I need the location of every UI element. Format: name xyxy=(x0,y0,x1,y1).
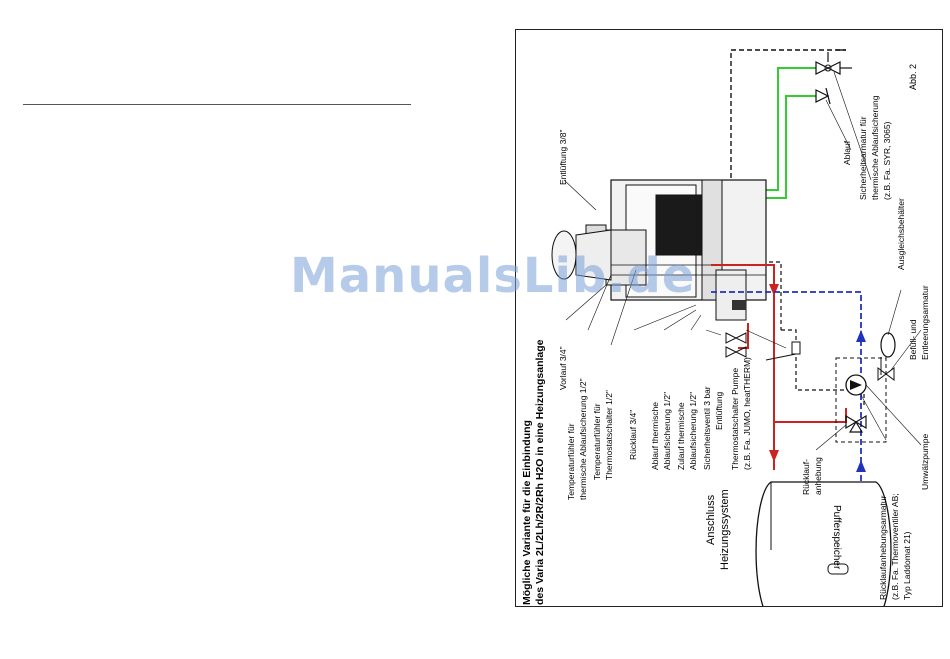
label-armatur-b: (z.B. Fa. Thermoventiler AB; xyxy=(890,493,900,600)
label-sicherheitsarmatur-c: (z.B. Fa. SYR, 3065) xyxy=(882,121,892,200)
buffer-tank-icon xyxy=(755,481,892,621)
dashed-pipe-pump xyxy=(781,329,865,406)
diagram-title-line2: des Varia 2L/2Lh/2R/2Rh H2O in eine Heiz… xyxy=(534,339,546,605)
fill-valve-icon xyxy=(877,367,895,381)
safety-valve-icon xyxy=(815,52,852,75)
label-zulauf-therm-b: Ablaufsicherung 1/2" xyxy=(688,392,698,470)
label-ruecklaufanhebung-b: anhebung xyxy=(813,457,823,495)
label-sicherheitsventil: Sicherheitsventil 3 bar xyxy=(702,386,712,470)
label-ausgleich: Ausgleichsbehälter xyxy=(896,198,906,270)
label-entlueftung: Entlüftung xyxy=(714,391,724,430)
diagram-title-line1: Mögliche Variante für die Einbindung xyxy=(521,420,533,605)
red-pipe-safety xyxy=(738,323,749,349)
figure-label: Abb. 2 xyxy=(908,64,918,90)
label-vorlauf: Vorlauf 3/4" xyxy=(558,346,568,390)
label-sicherheitsarmatur-a: Sicherheitsarmatur für xyxy=(858,116,868,200)
pump-icon xyxy=(845,374,867,396)
label-sicherheitsarmatur-b: thermische Ablaufsicherung xyxy=(870,95,880,200)
label-umwaelzpumpe: Umwälzpumpe xyxy=(920,434,930,490)
drain-tank-icon xyxy=(827,563,849,575)
heating-diagram: Mögliche Variante für die Einbindung des… xyxy=(521,49,930,621)
drain-valve-icon xyxy=(815,87,831,105)
label-befuell-a: Befüll- und xyxy=(908,319,918,360)
thermostat-switch-icon xyxy=(765,341,801,361)
dashed-pipe-top xyxy=(730,49,846,226)
label-pufferspeicher: Pufferspeicher xyxy=(831,505,842,570)
label-thermostat-pumpe-a: Thermostatschalter Pumpe xyxy=(730,368,740,470)
blue-pipe-return xyxy=(711,291,862,430)
label-ablauf: Ablauf xyxy=(842,140,852,165)
safety-valve-3bar-icon xyxy=(725,332,747,358)
laddomat-group xyxy=(835,357,887,443)
label-temp-fuehler-b: thermische Ablaufsicherung 1/2" xyxy=(578,378,588,500)
label-zulauf-therm-a: Zulauf thermische xyxy=(676,402,686,470)
label-ruecklauf: Rücklauf 3/4" xyxy=(628,410,638,460)
stove-icon xyxy=(551,179,767,321)
label-befuell-b: Entleerungsarmatur xyxy=(920,285,930,360)
leader-lines xyxy=(563,71,922,451)
label-thermostat-pumpe-b: (z.B. Fa. JUMO, heatTHERM) xyxy=(742,357,752,470)
label-armatur-a: Rücklaufanhebungsarmatur xyxy=(878,495,888,600)
label-temp-thermo-b: Thermostatschalter 1/2" xyxy=(604,390,614,480)
red-pipe-supply xyxy=(711,264,775,470)
watermark: ManualsLib.de xyxy=(290,248,696,304)
label-ablauf-therm-a: Ablauf thermische xyxy=(650,402,660,470)
label-temp-fuehler-a: Temperaturfühler für xyxy=(566,423,576,500)
mixing-valve-icon xyxy=(845,414,867,433)
label-entlueftung-38: Entlüftung 3/8" xyxy=(558,130,568,185)
expansion-tank-icon xyxy=(880,332,896,375)
label-armatur-c: Typ Laddomat 21) xyxy=(902,531,912,600)
label-ablauf-therm-b: Ablaufsicherung 1/2" xyxy=(662,392,672,470)
diagram-frame: Mögliche Variante für die Einbindung des… xyxy=(515,29,943,621)
label-ruecklaufanhebung-a: Rücklauf- xyxy=(801,459,811,495)
label-anschluss-b: Heizungssystem xyxy=(719,489,731,570)
label-anschluss-a: Anschluss xyxy=(705,494,717,545)
horizontal-rule xyxy=(23,104,411,105)
label-temp-thermo-a: Temperaturfühler für xyxy=(592,403,602,480)
